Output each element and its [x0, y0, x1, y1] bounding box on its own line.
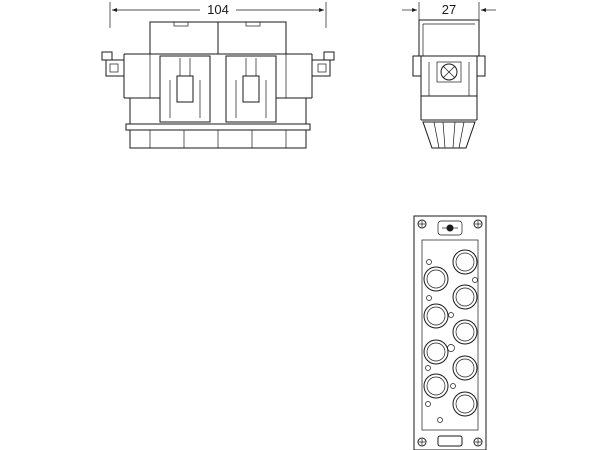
right-locking-pin — [311, 51, 335, 77]
contact-holes — [423, 249, 478, 417]
contact-hole — [452, 249, 478, 275]
corner-screw-icon — [473, 437, 483, 447]
dimension-width: 104 — [109, 2, 327, 28]
dimension-depth: 27 — [402, 2, 496, 26]
corner-screw-icon — [417, 437, 427, 447]
screw-icon — [436, 61, 462, 83]
contact-hole — [452, 391, 478, 417]
contact-hole — [423, 339, 449, 365]
face-view — [413, 215, 487, 450]
left-locking-pin — [101, 51, 125, 77]
front-view: 104 — [101, 2, 335, 149]
side-view: 27 — [402, 2, 496, 149]
contact-hole — [452, 319, 478, 345]
dimension-depth-label: 27 — [442, 2, 456, 17]
contact-hole — [452, 284, 478, 310]
contact-hole — [423, 373, 449, 399]
dimension-width-label: 104 — [207, 2, 229, 17]
contact-hole — [423, 266, 449, 292]
ground-symbol-icon — [437, 220, 463, 236]
auxiliary-holes — [425, 259, 478, 423]
contact-chambers — [159, 55, 277, 123]
contact-hole — [423, 303, 449, 329]
corner-screw-icon — [417, 219, 427, 229]
corner-screw-icon — [473, 219, 483, 229]
contact-hole — [452, 355, 478, 381]
coding-slot — [437, 435, 463, 447]
